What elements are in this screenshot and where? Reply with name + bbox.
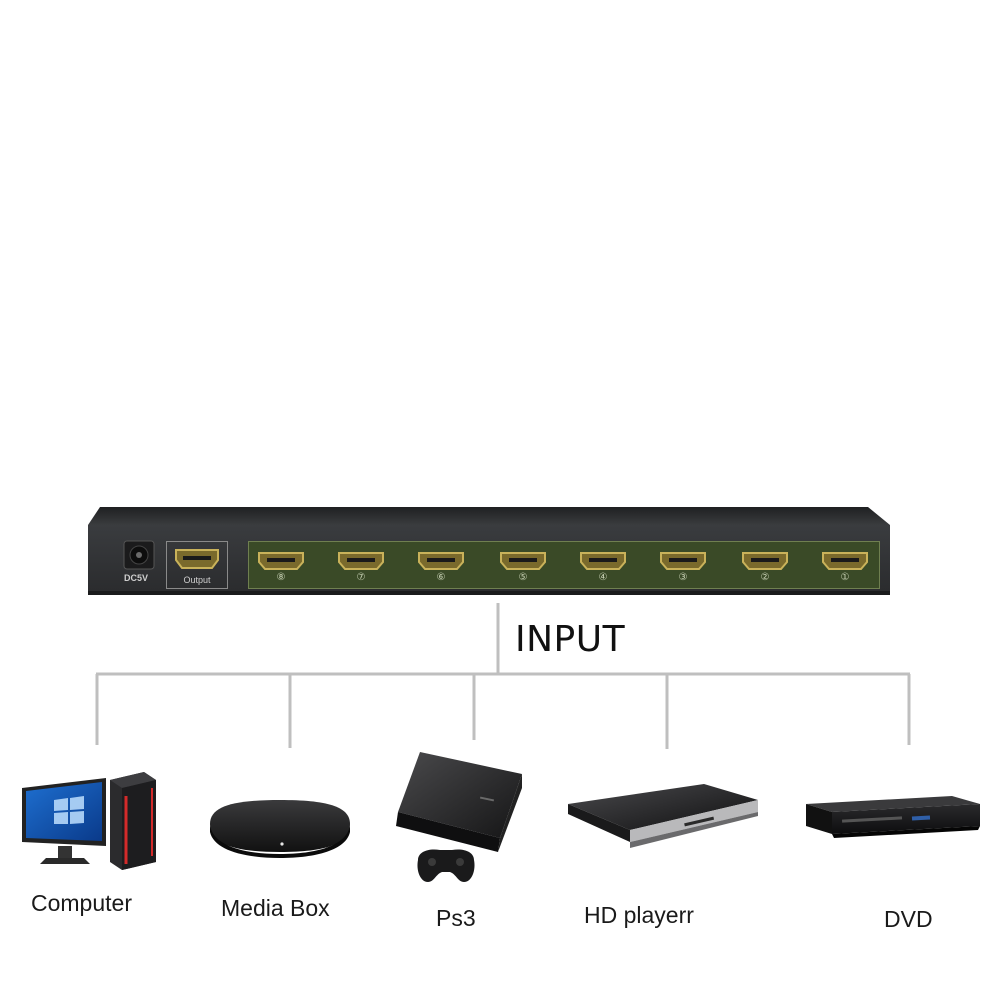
hdmi-switch-device: DC5V Output ⑧ ⑦ bbox=[88, 505, 890, 595]
hdmi-input-port-5: ⑤ bbox=[499, 550, 547, 586]
input-ports-panel: ⑧ ⑦ ⑥ ⑤ bbox=[248, 541, 880, 589]
hdmi-input-port-2: ② bbox=[741, 550, 789, 586]
hdmi-port-icon bbox=[580, 552, 626, 570]
dvd-player-icon bbox=[806, 796, 980, 838]
output-port-frame: Output bbox=[166, 541, 228, 589]
source-label-dvd: DVD bbox=[884, 906, 933, 932]
port-number: ② bbox=[760, 572, 770, 583]
computer-icon bbox=[22, 772, 156, 870]
input-label: INPUT bbox=[515, 619, 626, 660]
hd-player-icon bbox=[568, 784, 758, 848]
hdmi-input-port-6: ⑥ bbox=[417, 550, 465, 586]
port-number: ⑤ bbox=[518, 572, 528, 583]
hdmi-input-port-8: ⑧ bbox=[257, 550, 305, 586]
source-label-hd-player: HD playerr bbox=[584, 902, 694, 928]
hdmi-input-port-7: ⑦ bbox=[337, 550, 385, 586]
hdmi-port-icon bbox=[742, 552, 788, 570]
media-box-icon bbox=[210, 800, 350, 858]
hdmi-port-icon bbox=[338, 552, 384, 570]
source-label-ps3: Ps3 bbox=[436, 905, 476, 931]
port-number: ⑥ bbox=[436, 572, 446, 583]
hdmi-port-icon bbox=[660, 552, 706, 570]
dc-power-jack bbox=[123, 540, 155, 570]
source-label-computer: Computer bbox=[31, 890, 132, 916]
hdmi-input-port-1: ① bbox=[821, 550, 869, 586]
hdmi-input-port-4: ④ bbox=[579, 550, 627, 586]
port-number: ⑧ bbox=[276, 572, 286, 583]
hdmi-port-icon bbox=[500, 552, 546, 570]
hdmi-output-port-icon bbox=[175, 549, 219, 569]
source-label-media-box: Media Box bbox=[221, 895, 330, 921]
port-number: ① bbox=[840, 572, 850, 583]
port-number: ⑦ bbox=[356, 572, 366, 583]
output-label: Output bbox=[183, 575, 211, 585]
port-number: ③ bbox=[678, 572, 688, 583]
port-number: ④ bbox=[598, 572, 608, 583]
hdmi-port-icon bbox=[822, 552, 868, 570]
hdmi-port-icon bbox=[258, 552, 304, 570]
ps3-icon bbox=[396, 752, 522, 882]
dc5v-label: DC5V bbox=[124, 573, 149, 583]
hdmi-port-icon bbox=[418, 552, 464, 570]
hdmi-input-port-3: ③ bbox=[659, 550, 707, 586]
